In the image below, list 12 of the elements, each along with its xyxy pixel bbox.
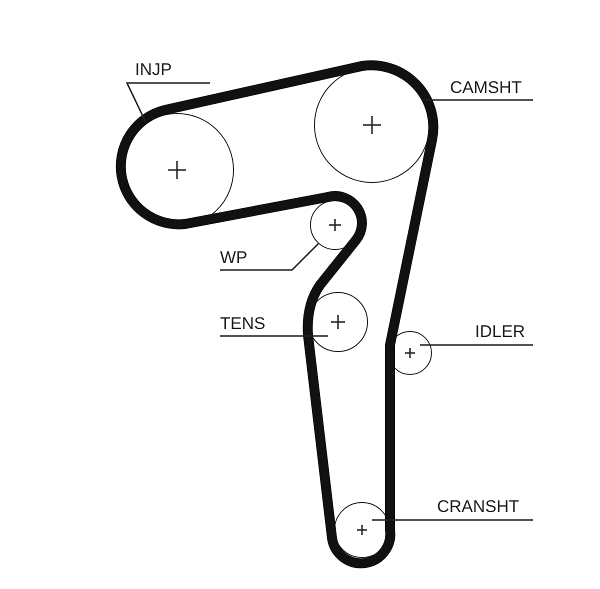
part-label: IDLER <box>475 322 526 342</box>
leader-line <box>424 99 533 101</box>
part-label: CRANSHT <box>437 497 520 517</box>
part-label: INJP <box>135 60 172 80</box>
leader-line <box>220 243 319 271</box>
part-label: TENS <box>220 314 266 334</box>
leader-line <box>419 344 533 346</box>
part-label: WP <box>220 248 248 268</box>
part-label: CAMSHT <box>450 78 522 98</box>
leader-line <box>371 519 533 521</box>
leader-line <box>126 82 210 123</box>
leader-line <box>220 335 329 337</box>
